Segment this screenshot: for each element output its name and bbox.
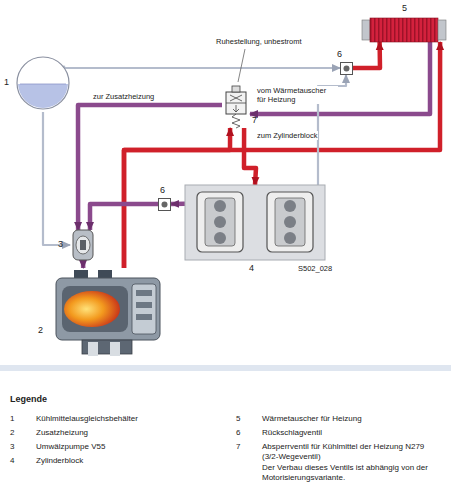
- coolant-pipe: [244, 128, 256, 185]
- expansion-tank-shape: [16, 54, 70, 112]
- callout-number: 6: [337, 50, 342, 59]
- separator-band: [0, 365, 451, 371]
- legend-number: 2: [10, 428, 14, 438]
- coolant-pipe: [353, 42, 380, 68]
- shutoff-valve: 7: [222, 86, 250, 128]
- callout-number: 7: [252, 116, 257, 125]
- coolant-pipe: [43, 112, 70, 245]
- legend-number: 5: [236, 414, 240, 424]
- legend-text: Absperrventil für Kühlmittel der Heizung…: [262, 442, 442, 462]
- coolant-pipe: [90, 204, 158, 230]
- cylinder-block: 4: [185, 185, 325, 260]
- check-valve-shape: [340, 62, 353, 75]
- legend-text: Zylinderblock: [36, 456, 83, 466]
- callout-number: 1: [4, 78, 9, 87]
- legend-heading: Legende: [10, 394, 47, 405]
- figure-code: S502_028: [298, 264, 332, 273]
- expansion-tank: 1: [16, 54, 70, 112]
- leader-line: [238, 49, 245, 82]
- callout-number: 2: [38, 326, 43, 335]
- legend-text: Umwälzpumpe V55: [36, 442, 105, 452]
- auxiliary-heater-shape: [52, 268, 172, 358]
- coolant-pipe: [124, 42, 440, 268]
- check-valve: 6: [158, 198, 171, 211]
- cylinder-block-shape: [185, 185, 325, 260]
- legend-note: Der Verbau dieses Ventils ist abhängig v…: [262, 463, 442, 483]
- state-note: Ruhestellung, unbestromt: [216, 37, 301, 46]
- coolant-pipe: [81, 260, 86, 268]
- check-valve-shape: [158, 198, 171, 211]
- circulation-pump-shape: [70, 230, 96, 260]
- legend-number: 6: [236, 428, 240, 438]
- callout-number: 5: [402, 4, 407, 13]
- legend-number: 4: [10, 456, 14, 466]
- legend-text: Zusatzheizung: [36, 428, 88, 438]
- legend-text: Rückschlagventil: [262, 428, 322, 438]
- heat-exchanger-shape: [362, 18, 446, 42]
- auxiliary-heater: 2: [52, 268, 172, 358]
- legend-number: 1: [10, 414, 14, 424]
- callout-number: 4: [249, 264, 254, 273]
- shutoff-valve-shape: [222, 86, 250, 128]
- coolant-pipe: [64, 66, 340, 68]
- legend-number: 3: [10, 442, 14, 452]
- callout-number: 3: [58, 240, 63, 249]
- check-valve: 6: [340, 62, 353, 75]
- legend-number: 7: [236, 442, 240, 452]
- coolant-pipe: [250, 42, 430, 114]
- flow-label: vom Wärmetauscher für Heizung: [256, 86, 338, 104]
- flow-label: zur Zusatzheizung: [92, 92, 155, 101]
- flow-label: zum Zylinderblock: [256, 131, 318, 140]
- callout-number: 6: [160, 186, 165, 195]
- legend-text: Wärmetauscher für Heizung: [262, 414, 362, 424]
- heat-exchanger: 5: [362, 18, 446, 42]
- legend-text: Kühlmittelausgleichsbehälter: [36, 414, 138, 424]
- coolant-pipe: [171, 202, 185, 207]
- circulation-pump: 3: [70, 230, 96, 260]
